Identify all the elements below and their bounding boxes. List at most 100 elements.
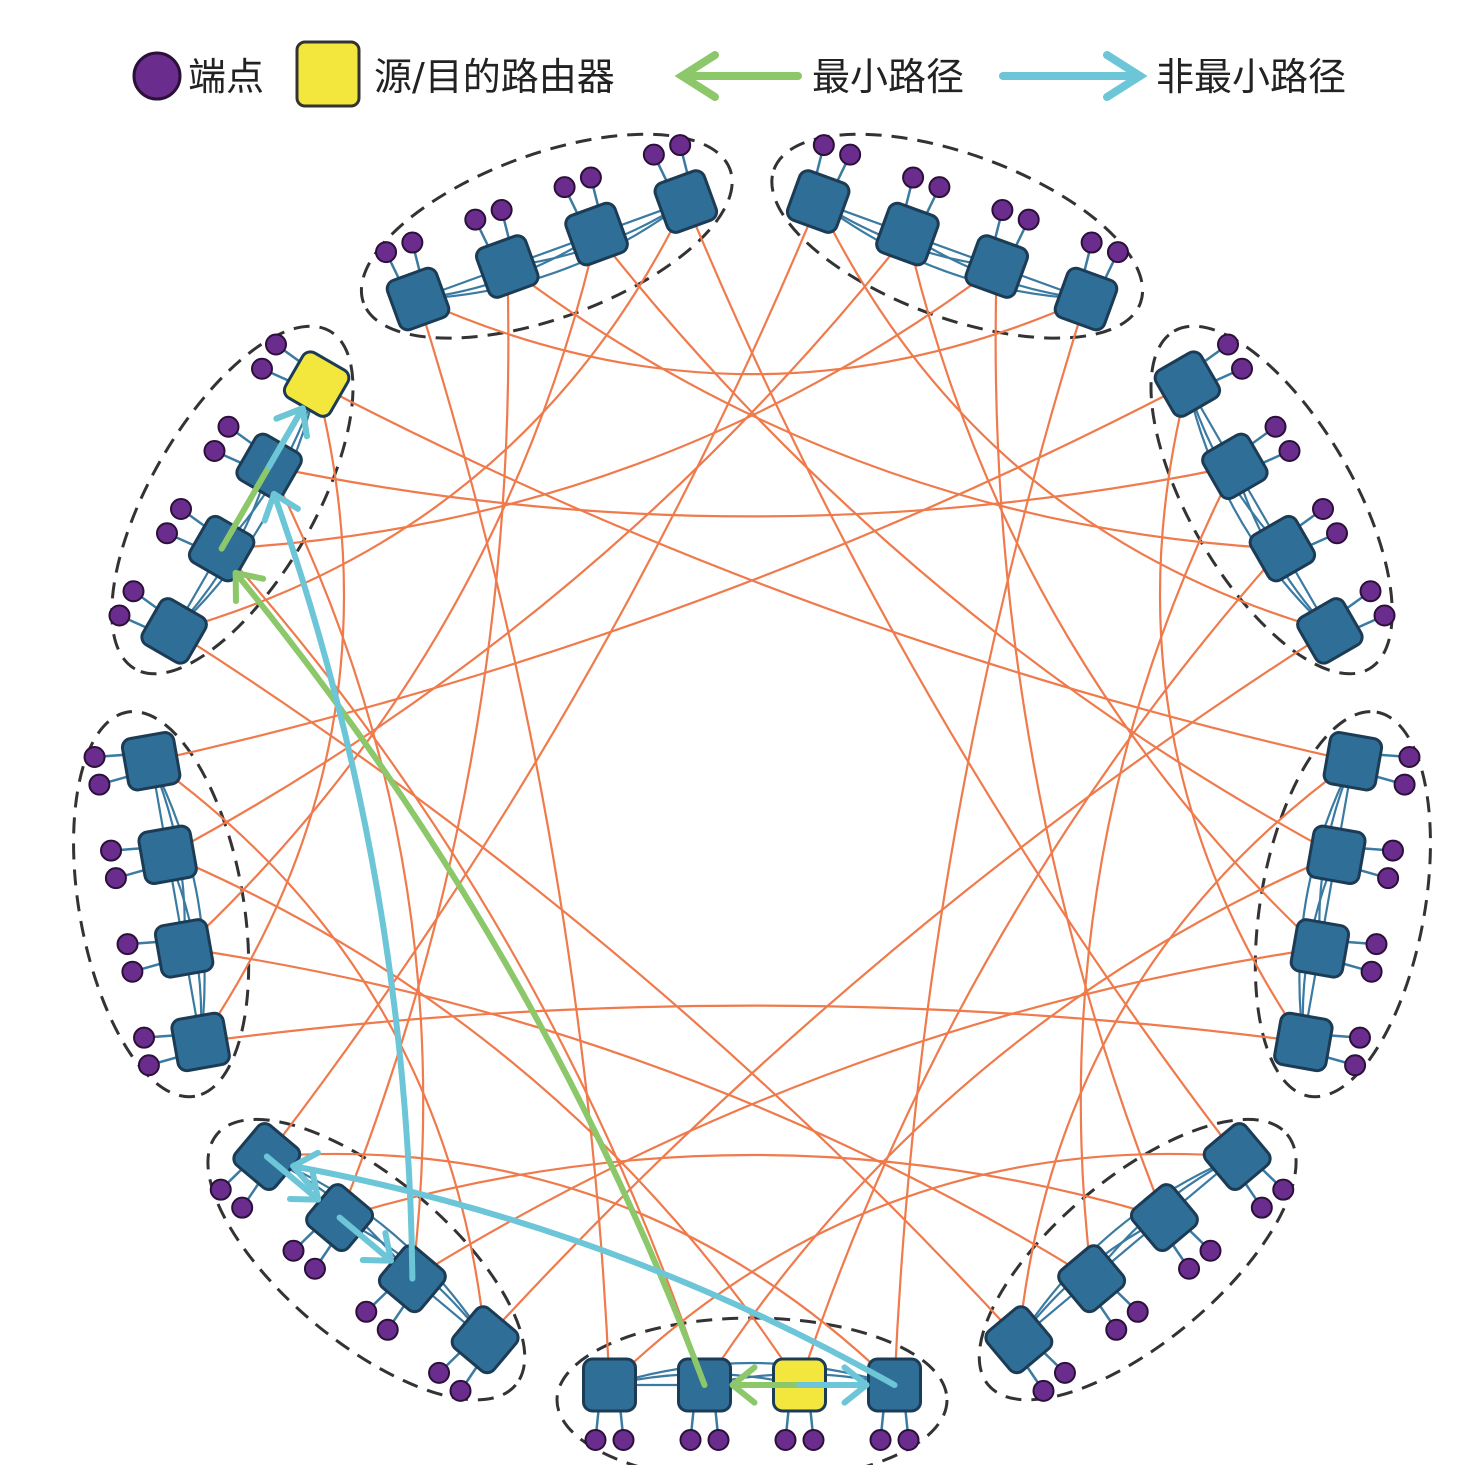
- global-link: [167, 853, 801, 1386]
- global-link: [150, 760, 487, 1340]
- global-link: [906, 233, 1321, 950]
- endpoint: [579, 166, 602, 189]
- global-link: [1158, 383, 1305, 1043]
- group-outline: [359, 132, 734, 340]
- global-link: [173, 629, 1020, 1341]
- source-destination-router: [282, 350, 351, 418]
- endpoint: [812, 134, 835, 157]
- endpoint: [897, 1429, 920, 1451]
- non-minimal-path-arrowhead-icon: [841, 1364, 870, 1406]
- endpoint: [108, 604, 131, 627]
- non-minimal-path-arrowhead-icon: [273, 405, 310, 440]
- router: [1153, 350, 1222, 418]
- endpoint: [83, 746, 106, 769]
- global-link: [266, 1152, 896, 1386]
- router: [1053, 266, 1119, 332]
- global-link: [316, 383, 1354, 763]
- endpoint: [707, 1429, 730, 1451]
- endpoint: [553, 176, 576, 199]
- legend-non-minimal-arrow-icon: [999, 51, 1148, 101]
- endpoints: [83, 134, 1421, 1451]
- endpoint: [1398, 746, 1421, 769]
- endpoint: [774, 1429, 797, 1451]
- endpoint: [264, 333, 287, 356]
- router: [120, 731, 182, 792]
- endpoint: [869, 1429, 892, 1451]
- legend-router-icon: [295, 40, 361, 108]
- group-outline: [977, 1117, 1298, 1402]
- global-link: [167, 233, 909, 856]
- global-link: [595, 233, 1337, 856]
- global-link: [798, 547, 1284, 1386]
- endpoint: [464, 208, 487, 231]
- global-link: [703, 853, 1337, 1386]
- endpoint: [612, 1429, 635, 1451]
- endpoint: [1393, 773, 1416, 796]
- endpoint: [155, 522, 178, 545]
- endpoint: [1359, 580, 1382, 603]
- endpoint: [100, 839, 123, 862]
- endpoint: [209, 1178, 232, 1201]
- endpoint: [428, 1361, 451, 1384]
- endpoint: [1373, 604, 1396, 627]
- legend: 端点 源/目的路由器 最小路径 非最小路径: [132, 40, 1346, 108]
- non-minimal-path-segment: [270, 490, 416, 1282]
- global-link: [416, 298, 611, 1386]
- endpoint: [991, 199, 1014, 222]
- endpoint: [1348, 1026, 1371, 1049]
- endpoint: [1217, 333, 1240, 356]
- router: [653, 169, 719, 234]
- endpoint: [669, 134, 692, 157]
- router: [1201, 432, 1269, 501]
- endpoint: [1312, 498, 1335, 521]
- endpoint: [116, 933, 139, 956]
- global-link: [817, 201, 1331, 632]
- endpoint: [122, 580, 145, 603]
- router: [1129, 1183, 1199, 1253]
- legend-router-label: 源/目的路由器: [374, 55, 615, 99]
- global-link: [183, 233, 598, 950]
- endpoint: [1105, 1318, 1128, 1341]
- global-link: [221, 265, 998, 550]
- local-link: [817, 200, 1087, 301]
- global-link: [199, 383, 346, 1043]
- global-link: [411, 947, 1321, 1280]
- global-link: [200, 1004, 1304, 1044]
- endpoint: [902, 166, 925, 189]
- non-minimal-path-arrowhead-icon: [290, 1149, 321, 1191]
- endpoint: [282, 1239, 305, 1262]
- non-minimal-path-segment: [266, 405, 306, 470]
- endpoint: [1264, 415, 1287, 438]
- legend-endpoint-label: 端点: [188, 55, 264, 99]
- non-minimal-path-segment: [263, 1153, 322, 1203]
- global-link: [183, 947, 1093, 1280]
- endpoint: [1326, 522, 1349, 545]
- router: [385, 266, 451, 332]
- legend-minimal-label: 最小路径: [812, 55, 964, 99]
- legend-minimal-arrow-icon: [674, 51, 802, 101]
- local-link: [1298, 760, 1354, 1043]
- endpoint: [169, 498, 192, 521]
- router: [1057, 1244, 1127, 1314]
- local-link: [1017, 1155, 1238, 1341]
- endpoint: [121, 960, 144, 983]
- global-link: [268, 465, 1236, 518]
- endpoint: [1106, 241, 1129, 264]
- endpoint: [355, 1300, 378, 1323]
- endpoint: [133, 1026, 156, 1049]
- global-link: [1017, 760, 1354, 1340]
- endpoint: [802, 1429, 825, 1451]
- group-outline: [770, 132, 1145, 340]
- endpoint: [1381, 839, 1404, 862]
- endpoint: [1178, 1257, 1201, 1280]
- router: [564, 201, 629, 267]
- router: [984, 1305, 1054, 1375]
- endpoint: [1250, 1196, 1273, 1219]
- endpoint: [449, 1379, 472, 1402]
- highlighted-paths: [218, 405, 898, 1406]
- router: [170, 1011, 231, 1073]
- global-link: [417, 298, 1087, 376]
- non-minimal-path-segment: [336, 1214, 394, 1264]
- non-minimal-path-arrowhead-icon: [359, 1230, 394, 1264]
